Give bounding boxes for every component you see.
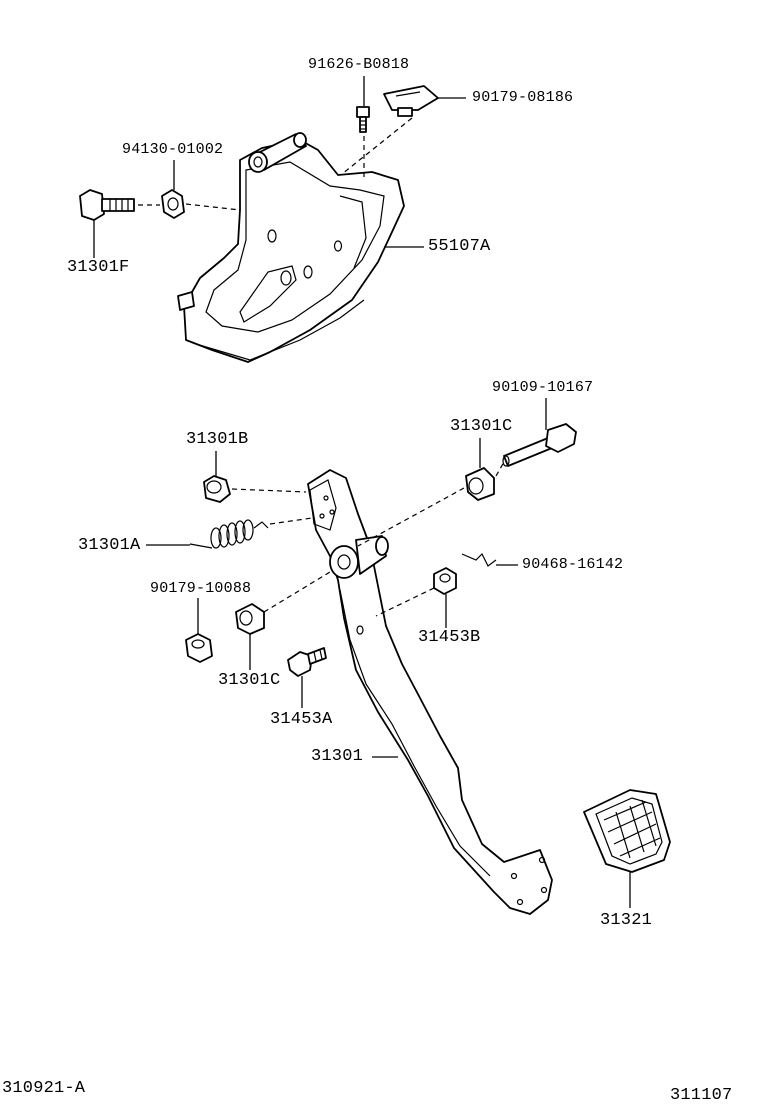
label-55107A: 55107A [428,237,491,256]
label-31321: 31321 [600,911,653,930]
label-94130-01002: 94130-01002 [122,141,224,158]
nut-90179-10088-icon [185,633,213,663]
footer-right-code: 311107 [670,1086,733,1105]
label-31301C-right: 31301C [450,417,513,436]
bolt-90109-10167-icon [502,423,577,467]
clip-90468-16142-icon [461,552,497,567]
pedal-arm-31301 [307,469,553,915]
clip-nut-90179-08186-icon [383,85,439,117]
label-31301C-left: 31301C [218,671,281,690]
label-31301F: 31301F [67,258,130,277]
nut-94130-01002-icon [161,189,185,219]
label-90179-10088: 90179-10088 [150,580,252,597]
label-31453A: 31453A [270,710,333,729]
pedal-bracket [177,132,405,363]
bumper-31301B-icon [203,475,231,503]
label-91626-B0818: 91626-B0818 [308,56,410,73]
footer-left-code: 310921-A [2,1079,86,1098]
label-90109-10167: 90109-10167 [492,379,594,396]
bolt-31301F-icon [79,189,135,221]
label-31301: 31301 [311,747,364,766]
bushing-31301C-right-icon [465,467,495,501]
pedal-pad-31321-icon [583,789,671,873]
label-31301B: 31301B [186,430,249,449]
spring-31301A-icon [189,519,269,549]
stopper-bolt-31453A-icon [287,647,327,677]
label-90468-16142: 90468-16142 [522,556,624,573]
label-31453B: 31453B [418,628,481,647]
bushing-31301C-left-icon [235,603,265,635]
label-90179-08186: 90179-08186 [472,89,574,106]
stopper-31453B-icon [433,567,457,595]
bolt-91626-B0818-icon [356,106,370,133]
leader-lines [93,76,631,908]
label-31301A: 31301A [78,536,141,555]
